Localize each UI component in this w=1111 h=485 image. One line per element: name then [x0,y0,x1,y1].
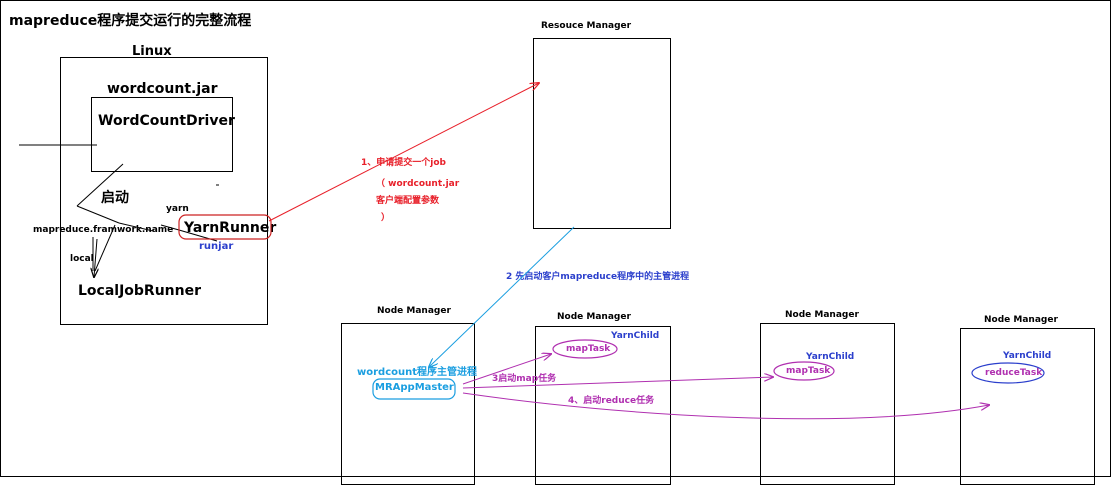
jar-label: wordcount.jar [107,81,218,97]
resource-manager-label: Resouce Manager [541,21,632,31]
reduce-task-label: reduceTask [985,368,1043,378]
node-manager-3-label: Node Manager [785,310,859,320]
node-manager-4-label: Node Manager [984,315,1058,325]
yarn-label: yarn [166,204,189,214]
start-label: 启动 [101,190,129,206]
step2-label: 2 先启动客户mapreduce程序中的主管进程 [506,272,690,282]
map-task-1-label: mapTask [566,344,611,354]
driver-box [91,97,233,172]
config-key-label: mapreduce.framwork.name [33,225,174,235]
step4-label: 4、启动reduce任务 [568,396,655,406]
master-caption: wordcount程序主管进程 [357,367,478,378]
step1-line4: ） [381,213,391,223]
step1-line3: 客户端配置参数 [376,196,440,206]
local-job-runner-label: LocalJobRunner [78,283,202,299]
mr-app-master-label: MRAppMaster [375,382,454,393]
resource-manager-box [533,38,671,229]
step1-line1: 1、申请提交一个job [361,158,446,168]
node-manager-1-box [341,323,475,485]
local-label: local [70,254,94,264]
step3-label: 3启动map任务 [492,374,557,384]
yarn-child-2-label: YarnChild [611,331,660,341]
linux-box [60,57,268,325]
runjar-label: runjar [199,241,234,252]
step1-line2: （ wordcount.jar [376,179,460,189]
map-task-2-label: mapTask [786,366,831,376]
node-manager-2-label: Node Manager [557,312,631,322]
yarn-child-3-label: YarnChild [806,352,855,362]
driver-label: WordCountDriver [98,113,235,129]
diagram-title: mapreduce程序提交运行的完整流程 [9,13,252,29]
node-manager-1-label: Node Manager [377,306,451,316]
node-manager-3-box [760,323,895,485]
yarn-runner-label: YarnRunner [184,220,277,236]
linux-label: Linux [132,44,172,59]
yarn-child-4-label: YarnChild [1003,351,1052,361]
